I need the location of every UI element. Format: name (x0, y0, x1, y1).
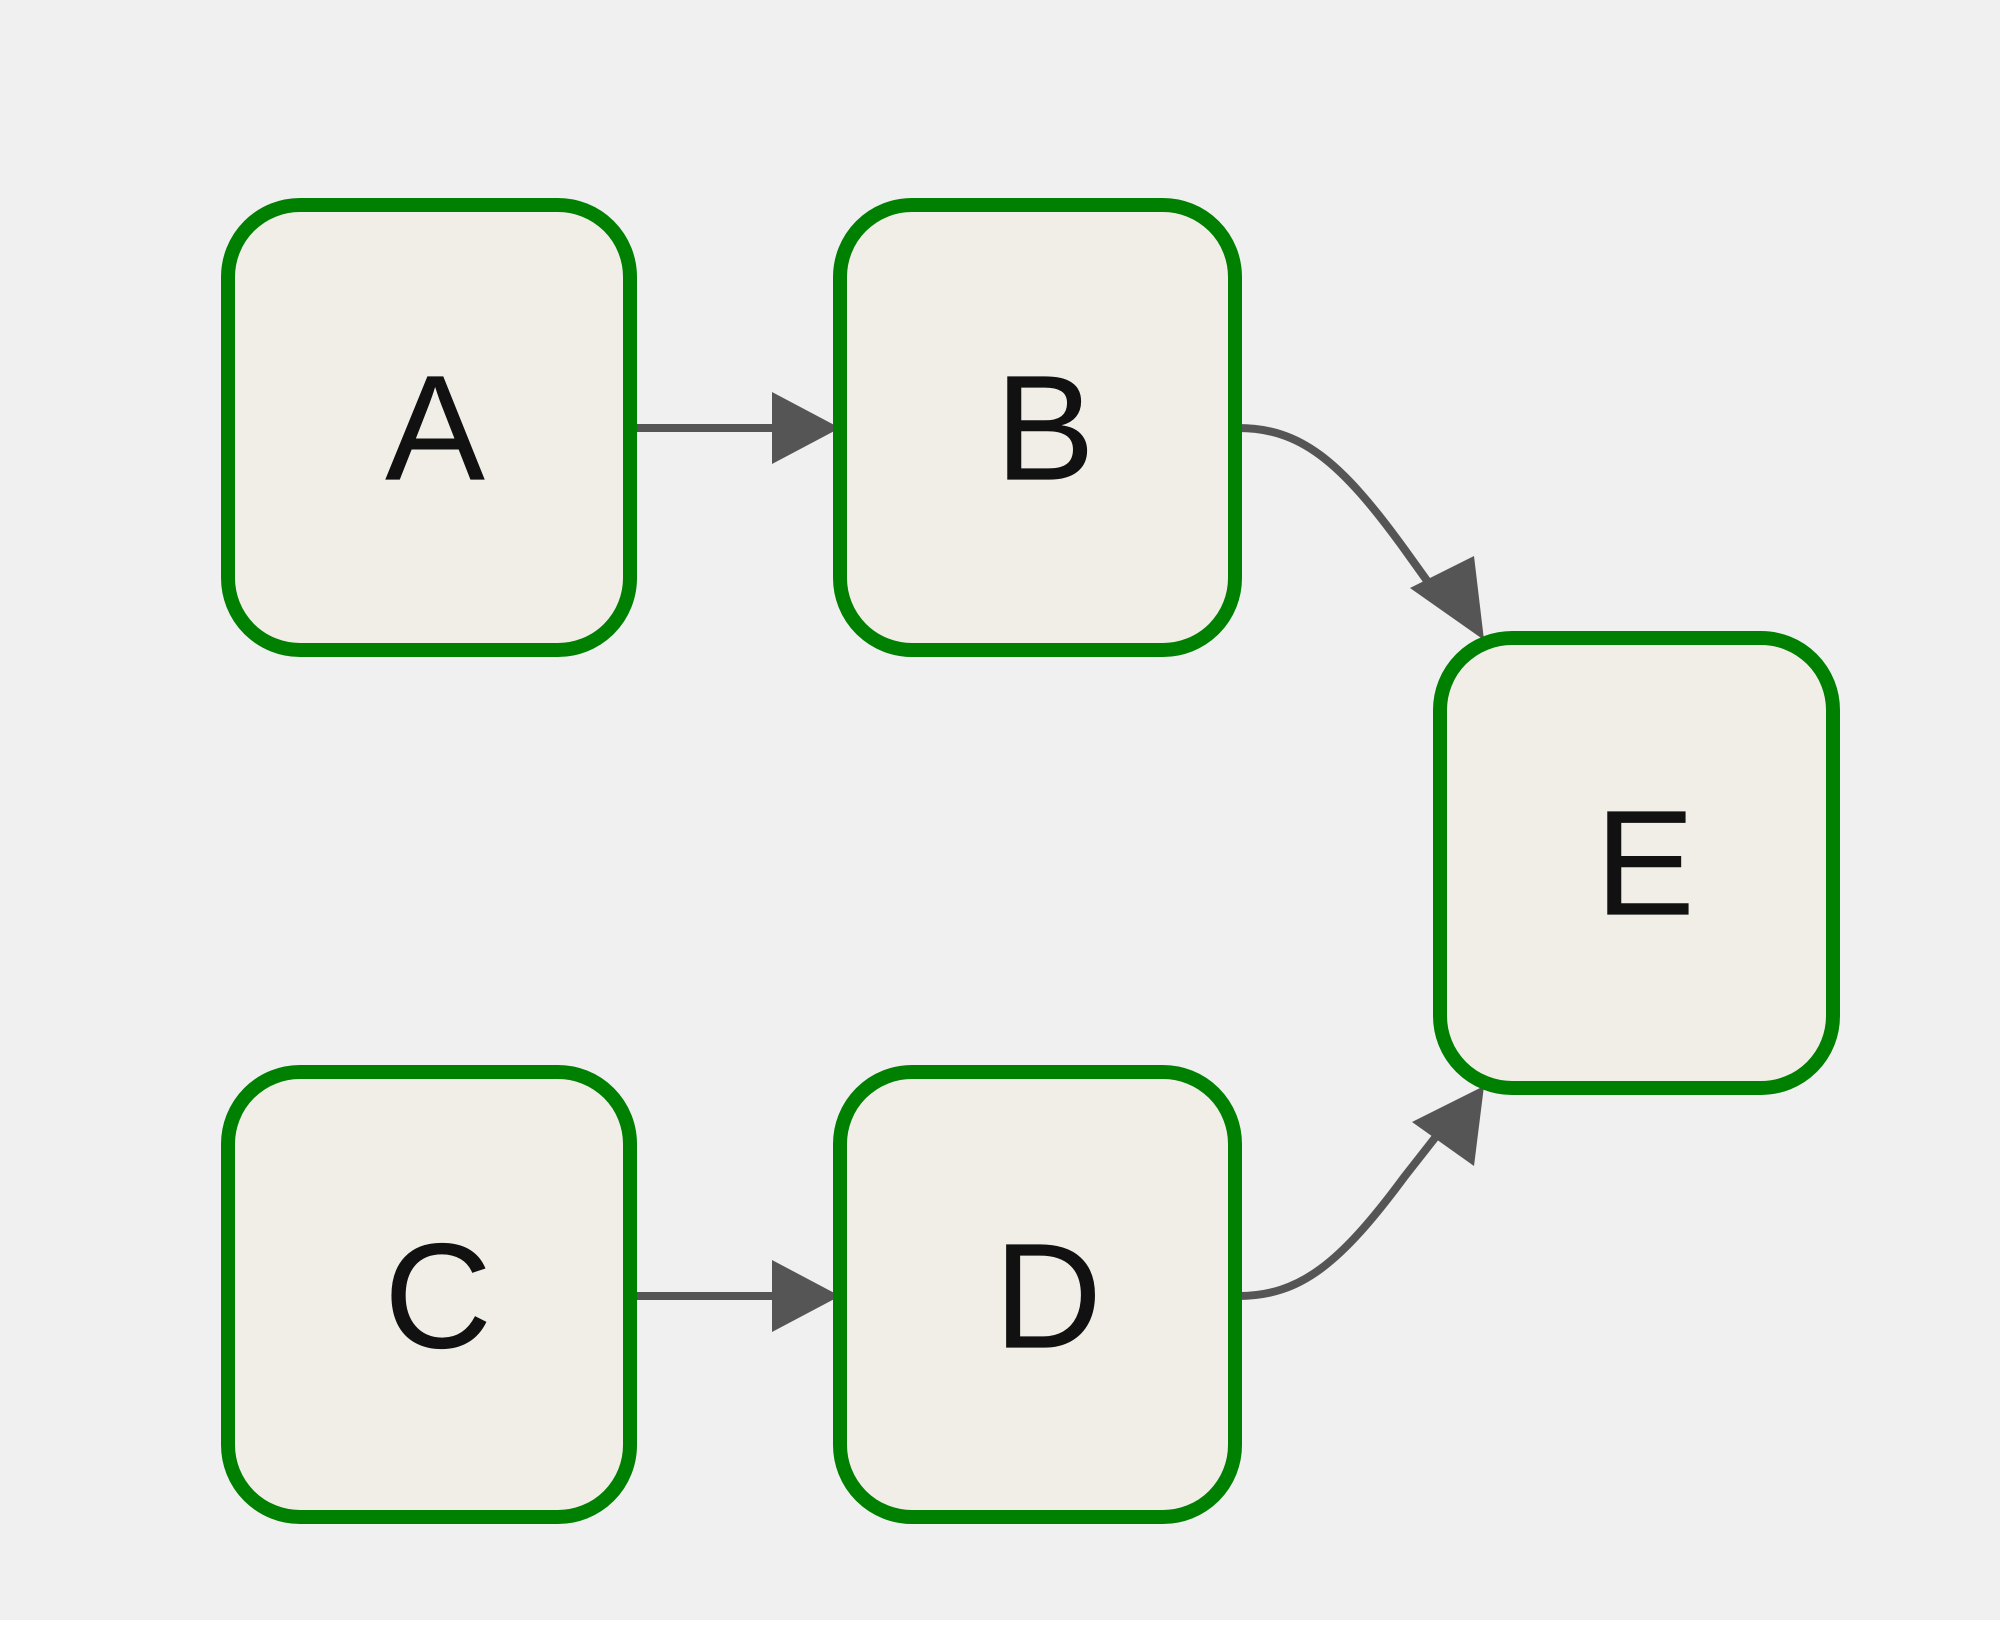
node-c[interactable]: C (221, 1065, 637, 1524)
edges (632, 392, 1484, 1332)
edge-d-to-e (1237, 1131, 1442, 1300)
node-b-box (833, 198, 1242, 657)
node-c-box (221, 1065, 637, 1524)
edge-b-to-e (1237, 424, 1442, 599)
node-e-box (1433, 631, 1840, 1095)
node-b-label: B (995, 344, 1095, 512)
node-a[interactable]: A (221, 198, 637, 657)
node-e-label: E (1595, 779, 1695, 947)
node-b[interactable]: B (833, 198, 1242, 657)
node-a-box (221, 198, 637, 657)
edge-d-to-e-arrowhead (1412, 1086, 1484, 1166)
node-d-box (833, 1065, 1242, 1524)
edge-c-to-d-arrowhead (772, 1260, 840, 1332)
node-d[interactable]: D (833, 1065, 1242, 1524)
edge-b-to-e-arrowhead (1410, 556, 1484, 640)
node-c-label: C (384, 1212, 492, 1380)
node-d-label: D (994, 1212, 1102, 1380)
node-a-label: A (385, 344, 485, 512)
edge-a-to-b-arrowhead (772, 392, 840, 464)
node-e[interactable]: E (1433, 631, 1840, 1095)
